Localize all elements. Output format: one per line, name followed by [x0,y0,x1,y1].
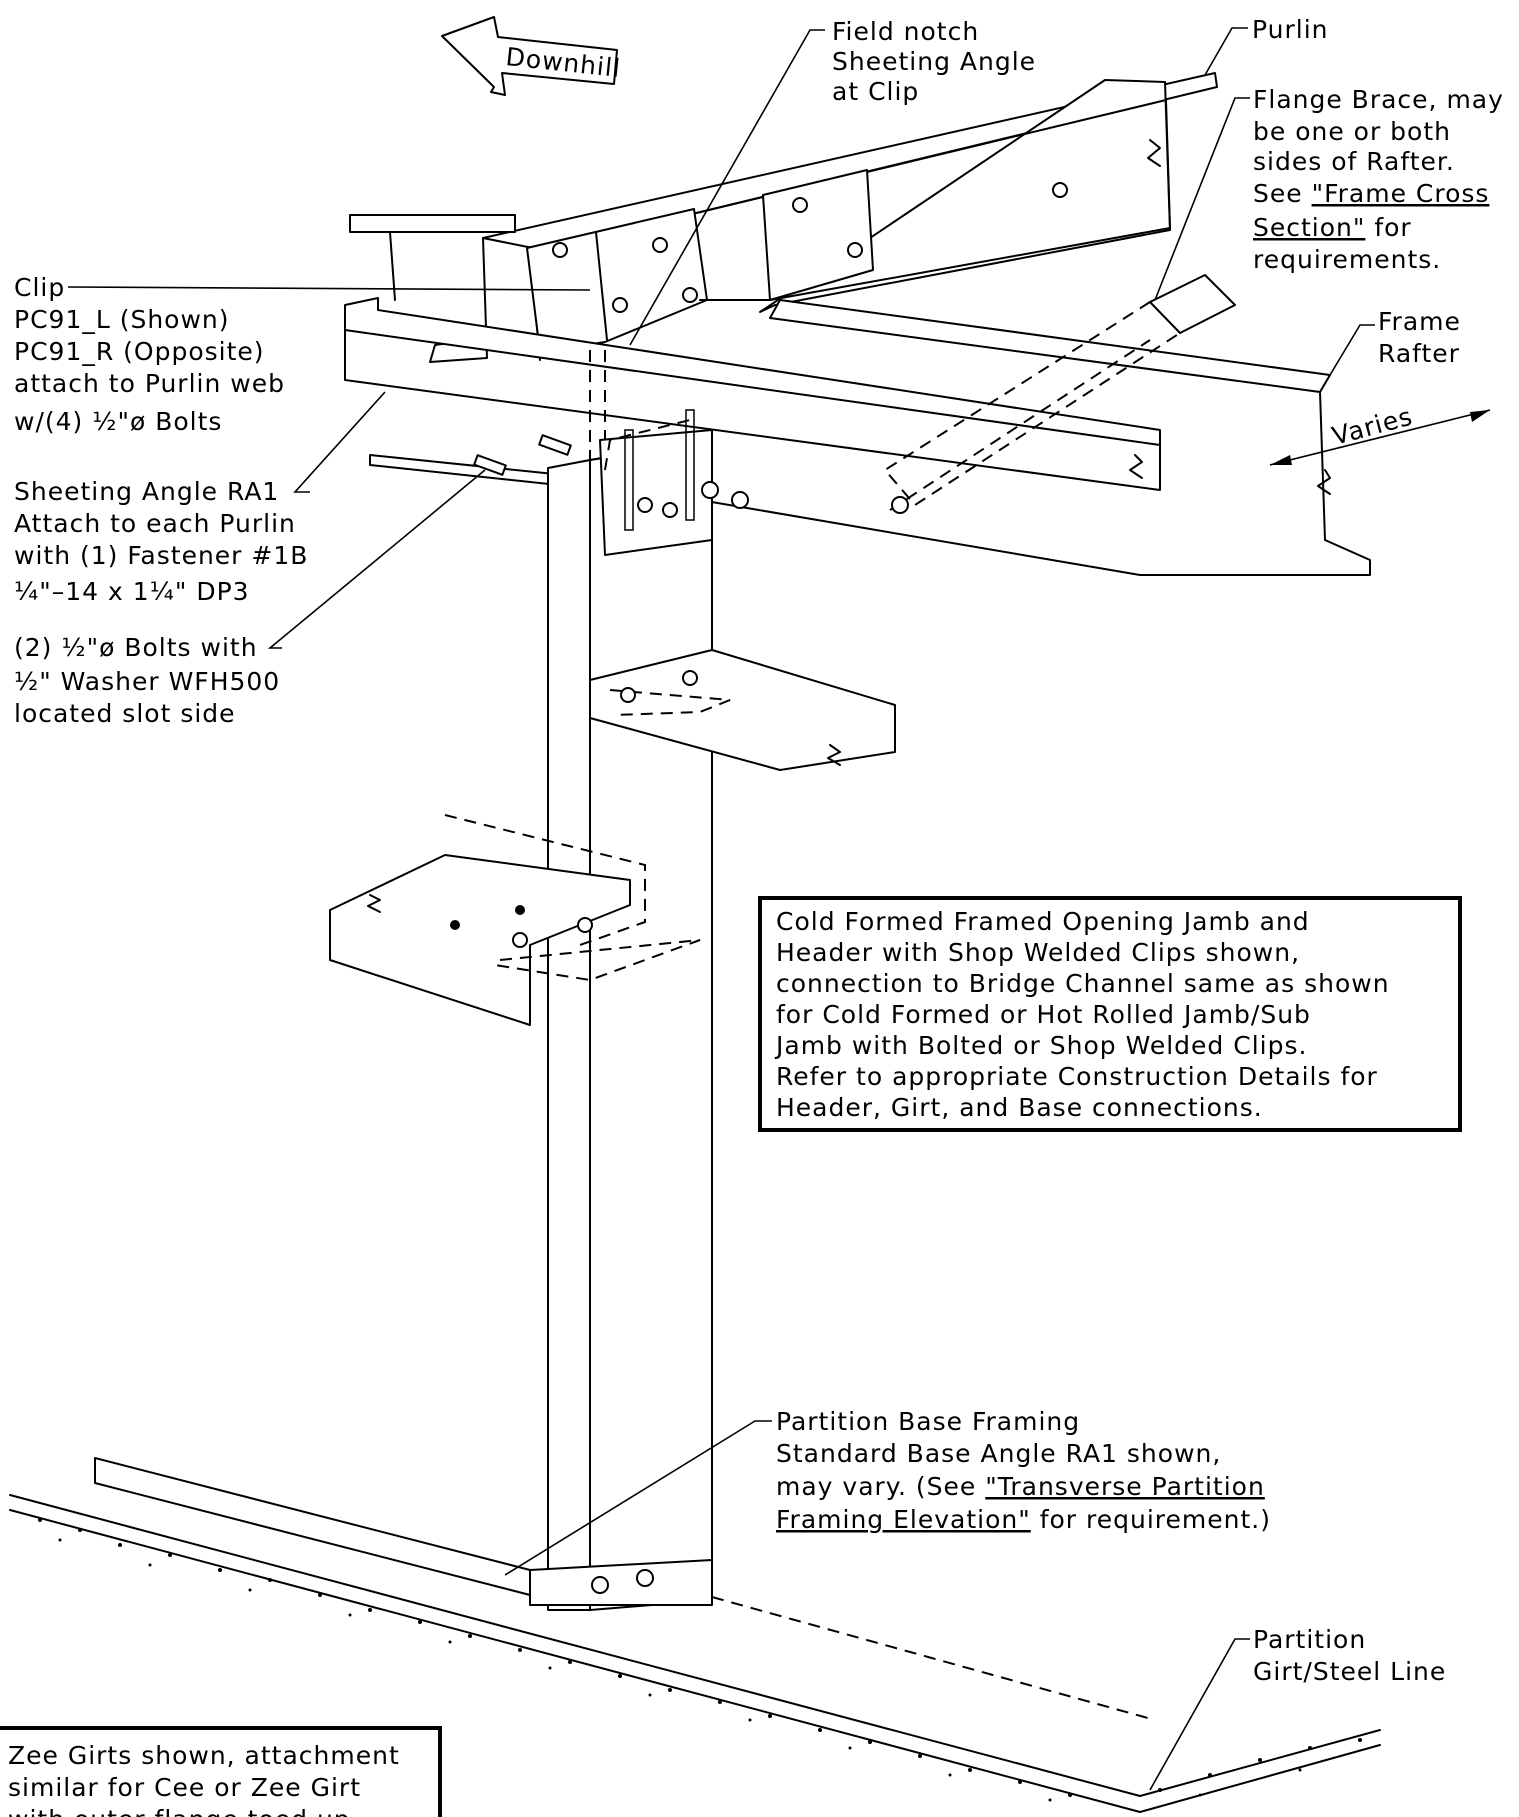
svg-text:may vary. (See "Transverse Par: may vary. (See "Transverse Partition [776,1472,1265,1501]
label-clip: Clip PC91_L (Shown) PC91_R (Opposite) at… [14,273,285,436]
svg-text:Girt/Steel Line: Girt/Steel Line [1253,1657,1446,1686]
svg-text:Cold Formed Framed Opening Jam: Cold Formed Framed Opening Jamb and [776,907,1310,936]
label-flange-brace: Flange Brace, may be one or both sides o… [1253,85,1504,274]
svg-text:be one or both: be one or both [1253,117,1451,146]
svg-text:Zee Girts shown, attachment: Zee Girts shown, attachment [8,1741,400,1770]
svg-text:Framing Elevation" for require: Framing Elevation" for requirement.) [776,1505,1271,1534]
label-sheeting-angle: Sheeting Angle RA1 Attach to each Purlin… [14,477,308,606]
svg-text:Jamb with Bolted or Shop Welde: Jamb with Bolted or Shop Welded Clips. [774,1031,1307,1060]
note-cold-formed: Cold Formed Framed Opening Jamb and Head… [758,896,1462,1132]
svg-text:attach to Purlin web: attach to Purlin web [14,369,285,398]
svg-text:at Clip: at Clip [832,77,919,106]
label-bolts: (2) ½"ø Bolts with ½" Washer WFH500 loca… [14,633,280,728]
svg-text:requirements.: requirements. [1253,245,1441,274]
upper-girt [589,649,896,771]
svg-text:Refer to appropriate Construct: Refer to appropriate Construction Detail… [776,1062,1378,1091]
svg-text:Attach to each Purlin: Attach to each Purlin [14,509,296,538]
jamb-column [547,350,713,1611]
svg-text:Partition Base Framing: Partition Base Framing [776,1407,1080,1436]
svg-text:Section" for: Section" for [1253,213,1412,242]
svg-text:Frame: Frame [1378,307,1461,336]
svg-text:Flange Brace, may: Flange Brace, may [1253,85,1504,114]
base-angle [94,1457,713,1606]
svg-text:Partition: Partition [1253,1625,1366,1654]
label-purlin: Purlin [1252,15,1329,44]
label-frame-rafter: Frame Rafter [1378,307,1461,368]
svg-text:Purlin: Purlin [1252,15,1329,44]
flange-brace [883,274,1236,511]
label-partition-girt: Partition Girt/Steel Line [1253,1625,1446,1686]
svg-text:See "Frame Cross: See "Frame Cross [1253,179,1489,208]
label-field-notch: Field notch Sheeting Angle at Clip [832,17,1036,106]
svg-text:Standard Base Angle RA1 shown,: Standard Base Angle RA1 shown, [776,1439,1221,1468]
svg-text:Rafter: Rafter [1378,339,1460,368]
svg-text:PC91_L (Shown): PC91_L (Shown) [14,305,230,334]
svg-text:connection to Bridge Channel s: connection to Bridge Channel same as sho… [776,969,1390,998]
svg-text:PC91_R (Opposite): PC91_R (Opposite) [14,337,265,366]
svg-text:Header with Shop Welded Clips: Header with Shop Welded Clips shown, [776,938,1300,967]
frame-rafter [349,214,1371,576]
svg-text:for Cold Formed or Hot Rolled: for Cold Formed or Hot Rolled Jamb/Sub [776,1000,1311,1029]
sheeting-angle [344,297,1161,491]
varies-dimension: Varies [1269,402,1491,466]
floor-slab [9,1494,1381,1813]
bolts-icon [473,182,1068,518]
svg-text:with outer flange toed up.: with outer flange toed up. [8,1805,360,1817]
svg-text:located slot side: located slot side [14,699,236,728]
varies-label: Varies [1329,402,1416,451]
svg-text:Clip: Clip [14,273,65,302]
svg-text:w/(4) ½"ø Bolts: w/(4) ½"ø Bolts [14,407,222,436]
svg-text:(2) ½"ø Bolts with: (2) ½"ø Bolts with [14,633,258,662]
svg-text:sides of Rafter.: sides of Rafter. [1253,147,1455,176]
label-partition-base: Partition Base Framing Standard Base Ang… [776,1407,1271,1534]
downhill-arrow-icon: Downhill [441,16,622,96]
note-zee-girts: Zee Girts shown, attachment similar for … [0,1726,442,1817]
svg-text:Sheeting Angle RA1: Sheeting Angle RA1 [14,477,279,506]
svg-text:with (1) Fastener #1B: with (1) Fastener #1B [14,541,308,570]
leader-lines [67,27,1375,1791]
svg-text:½" Washer WFH500: ½" Washer WFH500 [14,667,280,696]
gravel-hatch-icon [38,1518,1362,1802]
svg-text:Field notch: Field notch [832,17,979,46]
svg-text:Sheeting Angle: Sheeting Angle [832,47,1036,76]
svg-text:similar for Cee or Zee Girt: similar for Cee or Zee Girt [8,1773,361,1802]
lower-girt [329,814,701,1026]
svg-text:¼"–14 x 1¼" DP3: ¼"–14 x 1¼" DP3 [14,577,250,606]
svg-text:Header, Girt, and Base connect: Header, Girt, and Base connections. [776,1093,1263,1122]
